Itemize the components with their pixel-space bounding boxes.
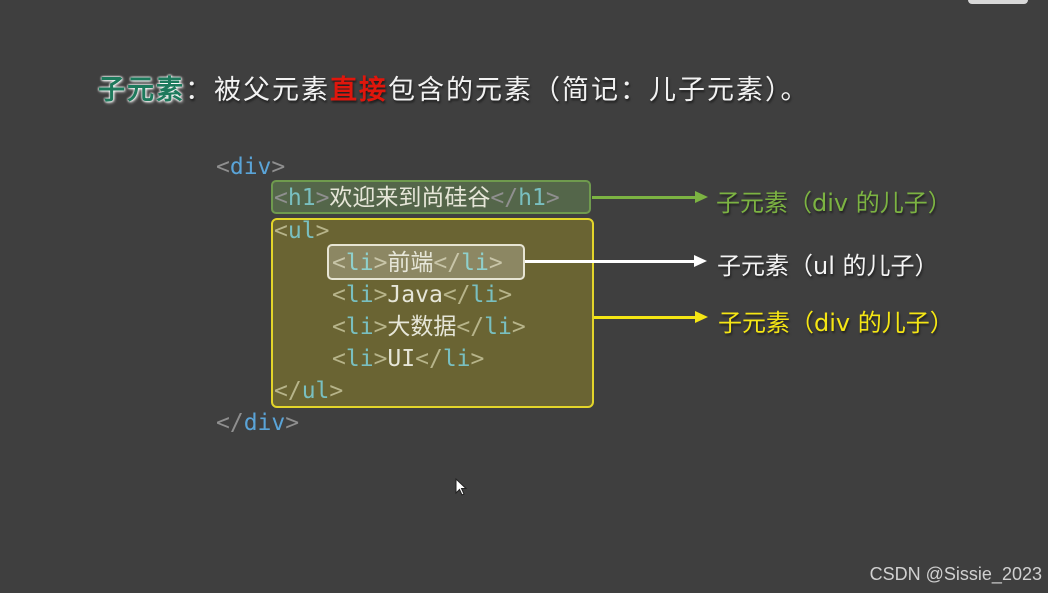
h1-highlight-box: [271, 180, 591, 214]
tag-name: li: [345, 282, 374, 308]
bracket: >: [373, 282, 388, 308]
bracket: >: [373, 346, 388, 372]
tag-name: li: [345, 346, 374, 372]
tag-name: div: [229, 154, 272, 180]
tag-name: div: [243, 410, 286, 436]
bracket: >: [271, 154, 286, 180]
bracket: </: [415, 346, 443, 372]
tag-name: ul: [287, 218, 316, 244]
code-li-item: <li>Java</li>: [332, 279, 512, 311]
li-text: Java: [387, 282, 443, 308]
tag-name: li: [345, 314, 374, 340]
heading-colon: ：: [185, 75, 214, 106]
bracket: </: [433, 250, 462, 276]
heading-part2: 包含的元素（简记：儿子元素）。: [388, 75, 810, 106]
annotation-h1-child: 子元素（div 的儿子）: [716, 189, 952, 217]
li-text: 前端: [387, 250, 434, 276]
code-h1-line: <h1>欢迎来到尚硅谷</h1>: [274, 182, 560, 214]
tag-name: li: [470, 282, 499, 308]
bracket: <: [274, 185, 288, 211]
li-text: UI: [387, 346, 416, 372]
code-ul-open: <ul>: [274, 215, 329, 247]
bracket: </: [490, 185, 519, 211]
tag-name: h1: [518, 185, 546, 211]
tag-name: h1: [287, 185, 316, 211]
tag-name: li: [484, 314, 512, 340]
bracket: >: [329, 378, 344, 404]
annotation-ul-child: 子元素（div 的儿子）: [718, 309, 954, 337]
bracket: >: [488, 250, 503, 276]
tag-name: li: [442, 346, 471, 372]
bracket: >: [315, 218, 330, 244]
watermark: CSDN @Sissie_2023: [869, 564, 1042, 584]
bracket: <: [332, 314, 346, 340]
code-ul-close: </ul>: [274, 375, 343, 407]
li-text: 大数据: [387, 314, 457, 340]
heading-term: 子元素: [98, 75, 185, 106]
bracket: <: [216, 154, 230, 180]
bracket: >: [470, 346, 485, 372]
bracket: >: [545, 185, 560, 211]
bracket: >: [285, 410, 300, 436]
annotation-li-child: 子元素（ul 的儿子）: [717, 252, 939, 280]
bracket: <: [332, 346, 346, 372]
bracket: <: [274, 218, 288, 244]
arrow-right-icon: [592, 191, 708, 203]
heading-emphasis: 直接: [330, 75, 388, 106]
heading-part1: 被父元素: [214, 75, 330, 106]
tag-name: li: [345, 250, 374, 276]
bracket: </: [216, 410, 244, 436]
bracket: <: [332, 250, 346, 276]
bracket: >: [498, 282, 513, 308]
bracket: >: [511, 314, 526, 340]
code-li-item: <li>前端</li>: [332, 247, 503, 279]
mouse-cursor-icon: [455, 478, 468, 496]
bracket: </: [442, 282, 471, 308]
tag-name: li: [461, 250, 489, 276]
li-highlight-box: [327, 244, 525, 280]
bracket: >: [373, 250, 388, 276]
top-decoration: [968, 0, 1028, 4]
arrow-right-icon: [594, 311, 708, 323]
bracket: <: [332, 282, 346, 308]
bracket: </: [274, 378, 302, 404]
code-div-close: </div>: [216, 407, 299, 439]
bracket: >: [373, 314, 388, 340]
code-li-item: <li>大数据</li>: [332, 311, 526, 343]
arrow-right-icon: [525, 255, 707, 267]
tag-name: ul: [301, 378, 330, 404]
bracket: </: [456, 314, 485, 340]
code-li-item: <li>UI</li>: [332, 343, 484, 375]
slide-heading: 子元素：被父元素直接包含的元素（简记：儿子元素）。: [98, 68, 810, 107]
h1-text: 欢迎来到尚硅谷: [329, 185, 491, 211]
bracket: >: [315, 185, 330, 211]
code-div-open: <div>: [216, 151, 285, 183]
